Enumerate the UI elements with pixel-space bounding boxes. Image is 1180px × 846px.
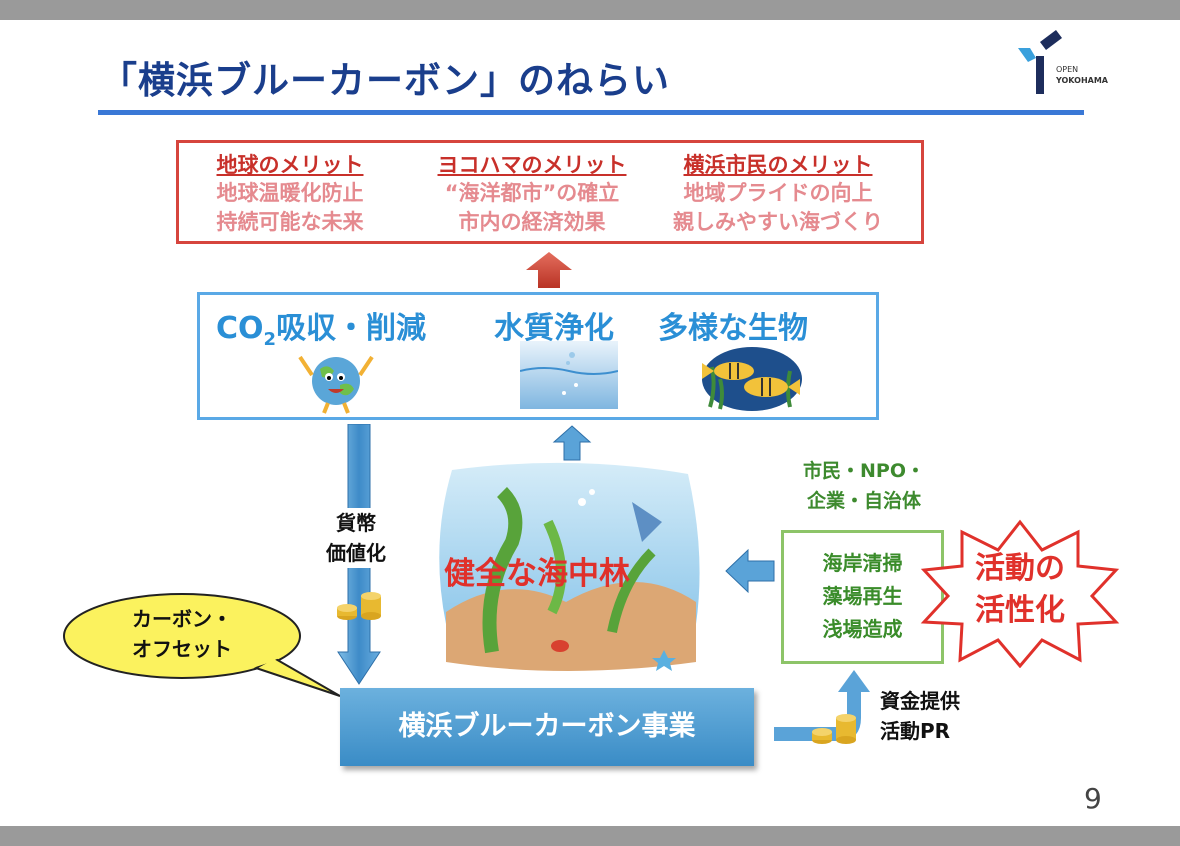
merit-citizens: 横浜市民のメリット 地域プライドの向上 親しみやすい海づくり xyxy=(663,149,893,237)
merit-earth: 地球のメリット 地球温暖化防止 持続可能な未来 xyxy=(175,149,405,237)
speech-bubble xyxy=(63,593,341,697)
bottom-bar xyxy=(0,826,1180,846)
activity-item: 浅場造成 xyxy=(822,617,903,641)
merit-line: 市内の経済効果 xyxy=(458,210,606,234)
logo-line1: OPEN xyxy=(1056,65,1079,74)
biodiversity-label: 多様な生物 xyxy=(658,311,808,346)
sea-forest-illustration xyxy=(439,462,700,671)
co2-rest: 吸収・削減 xyxy=(276,311,427,346)
merits-box: 地球のメリット 地球温暖化防止 持続可能な未来 ヨコハマのメリット “海洋都市”… xyxy=(176,140,924,244)
water-label: 水質浄化 xyxy=(494,311,614,346)
merit-line: 親しみやすい海づくり xyxy=(673,210,883,234)
page-number: 9 xyxy=(1084,782,1102,815)
project-box: 横浜ブルーカーボン事業 xyxy=(340,688,754,766)
activation-label: 活動の 活性化 xyxy=(950,548,1090,632)
merit-line: 持続可能な未来 xyxy=(216,210,364,234)
activities-list: 海岸清掃 藻場再生 浅場造成 xyxy=(784,547,941,646)
left-arrow-icon xyxy=(725,548,775,594)
project-label: 横浜ブルーカーボン事業 xyxy=(398,711,696,742)
activity-item: 藻場再生 xyxy=(822,584,903,608)
open-yokohama-logo-icon xyxy=(1018,30,1062,94)
merit-line: 地域プライドの向上 xyxy=(683,181,873,205)
merit-heading: 地球のメリット xyxy=(216,153,364,177)
co2-subscript: 2 xyxy=(263,329,277,350)
activation-line1: 活動の xyxy=(975,551,1065,586)
carbon-offset-line1: カーボン・ xyxy=(132,607,232,631)
page-title: 「横浜ブルーカーボン」のねらい xyxy=(100,59,670,102)
carbon-offset-label: カーボン・ オフセット xyxy=(122,604,242,664)
currency-line1: 貨幣 xyxy=(336,511,376,535)
up-arrow-red-icon xyxy=(526,252,572,288)
up-arrow-blue-icon xyxy=(552,425,592,461)
stakeholders-label: 市民・NPO・ 企業・自治体 xyxy=(780,456,948,516)
top-bar xyxy=(0,0,1180,20)
currency-label: 貨幣 価値化 xyxy=(306,508,406,568)
funding-label: 資金提供 活動PR xyxy=(880,686,960,746)
effects-box: CO2吸収・削減 水質浄化 多様な生物 xyxy=(197,292,879,420)
merit-line: 地球温暖化防止 xyxy=(216,181,364,205)
water-splash-icon xyxy=(520,341,618,409)
sea-forest-label: 健全な海中林 xyxy=(444,556,630,592)
activation-line2: 活性化 xyxy=(975,593,1065,628)
logo-text: OPEN YOKOHAMA xyxy=(1056,64,1108,86)
stakeholders-line2: 企業・自治体 xyxy=(806,490,921,512)
merit-line: “海洋都市”の確立 xyxy=(444,181,620,205)
funding-line2: 活動PR xyxy=(880,719,951,743)
carbon-offset-line2: オフセット xyxy=(132,637,232,661)
merit-heading: ヨコハマのメリット xyxy=(437,153,627,177)
co2-main: CO xyxy=(216,311,264,346)
activities-box: 海岸清掃 藻場再生 浅場造成 xyxy=(781,530,944,664)
coins-icon xyxy=(337,592,381,620)
stakeholders-line1: 市民・NPO・ xyxy=(803,460,925,482)
fish-icon xyxy=(702,347,802,411)
logo-line2: YOKOHAMA xyxy=(1056,76,1108,85)
coins-icon xyxy=(812,714,856,744)
merit-yokohama: ヨコハマのメリット “海洋都市”の確立 市内の経済効果 xyxy=(417,149,647,237)
funding-line1: 資金提供 xyxy=(880,689,960,713)
title-underline xyxy=(98,110,1084,115)
activation-starburst xyxy=(920,519,1120,668)
activity-item: 海岸清掃 xyxy=(822,551,903,575)
merit-heading: 横浜市民のメリット xyxy=(683,153,873,177)
currency-line2: 価値化 xyxy=(326,541,386,565)
earth-character-icon xyxy=(298,355,374,414)
co2-label: CO2吸収・削減 xyxy=(216,303,426,350)
